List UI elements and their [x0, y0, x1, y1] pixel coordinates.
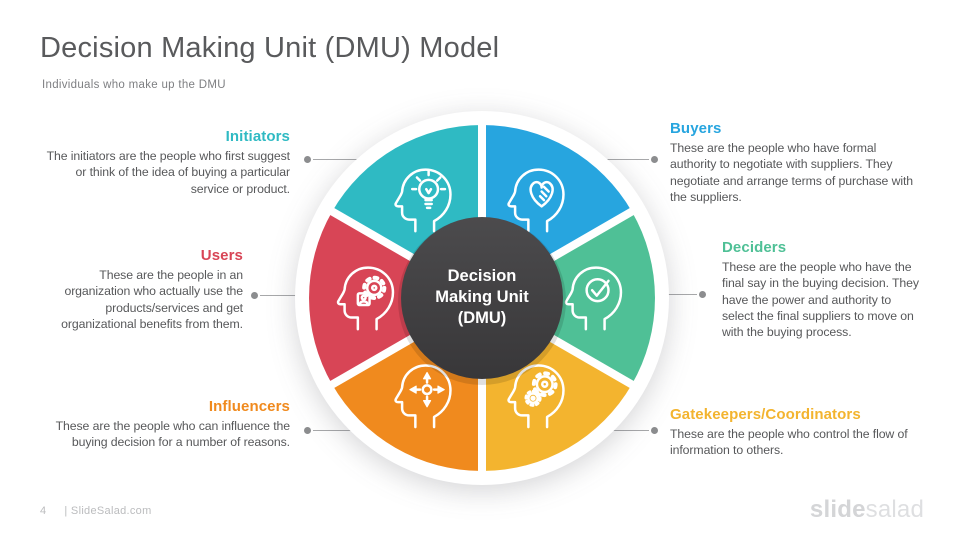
connector-dot: [651, 426, 658, 434]
head-gear-person-icon: [336, 266, 395, 331]
role-title-influencers: Influencers: [208, 398, 290, 415]
logo-part-bold: slide: [809, 496, 866, 523]
footer: 4 | SlideSalad.com: [40, 505, 152, 517]
role-title-initiators: Initiators: [225, 128, 290, 145]
head-checkmark-icon: [564, 266, 623, 331]
connector-dot: [251, 291, 258, 299]
role-title-gatekeepers: Gatekeepers/Coordinators: [670, 406, 861, 423]
role-description-buyers: These are the people who have formal aut…: [670, 141, 914, 205]
role-title-users: Users: [200, 247, 243, 264]
connector-buyers: [593, 155, 658, 163]
center-circle: [401, 217, 563, 379]
center-label-line-2: Making Unit: [435, 287, 529, 306]
role-title-deciders: Deciders: [722, 239, 787, 256]
connector-dot: [304, 426, 311, 434]
connector-initiators: [304, 155, 369, 163]
connector-gatekeepers: [593, 426, 658, 434]
connector-dot: [699, 290, 706, 298]
role-title-buyers: Buyers: [670, 120, 722, 137]
slidesalad-logo: slidesalad: [810, 496, 924, 524]
center-label-line-1: Decision: [447, 267, 517, 285]
head-arrows-icon: [394, 364, 452, 429]
footer-brand-text: | SlideSalad.com: [64, 505, 152, 517]
connector-users: [251, 291, 312, 299]
head-heart-icon: [507, 168, 565, 233]
wedge-users: [309, 211, 482, 385]
center-label-line-3: (DMU): [457, 308, 507, 327]
role-description-gatekeepers: These are the people who control the flo…: [670, 427, 908, 458]
page-number: 4: [40, 505, 47, 517]
page-title: Decision Making Unit (DMU) Model: [40, 32, 500, 64]
role-block-initiators: Initiators The initiators are the people…: [35, 128, 291, 197]
connector-dot: [304, 155, 311, 163]
role-description-initiators: The initiators are the people who first …: [46, 149, 291, 196]
role-description-influencers: These are the people who can influence t…: [55, 419, 290, 450]
role-block-influencers: Influencers These are the people who can…: [35, 398, 290, 451]
wheel-center-label: Decision Making Unit (DMU): [407, 266, 557, 328]
dmu-wheel-diagram: [295, 111, 669, 485]
role-block-deciders: Deciders These are the people who have t…: [722, 239, 922, 341]
role-block-buyers: Buyers These are the people who have for…: [670, 120, 918, 205]
role-description-deciders: These are the people who have the final …: [722, 260, 919, 340]
page-subtitle: Individuals who make up the DMU: [42, 79, 226, 91]
connector-influencers: [304, 426, 369, 434]
role-block-gatekeepers: Gatekeepers/Coordinators These are the p…: [670, 406, 925, 459]
connector-dot: [651, 155, 658, 163]
connector-deciders: [651, 290, 706, 298]
head-lightbulb-icon: [394, 168, 452, 233]
head-gears-icon: [507, 364, 565, 429]
logo-part-light: salad: [865, 496, 924, 523]
role-description-users: These are the people in an organization …: [61, 268, 243, 332]
role-block-users: Users These are the people in an organiz…: [38, 247, 243, 332]
